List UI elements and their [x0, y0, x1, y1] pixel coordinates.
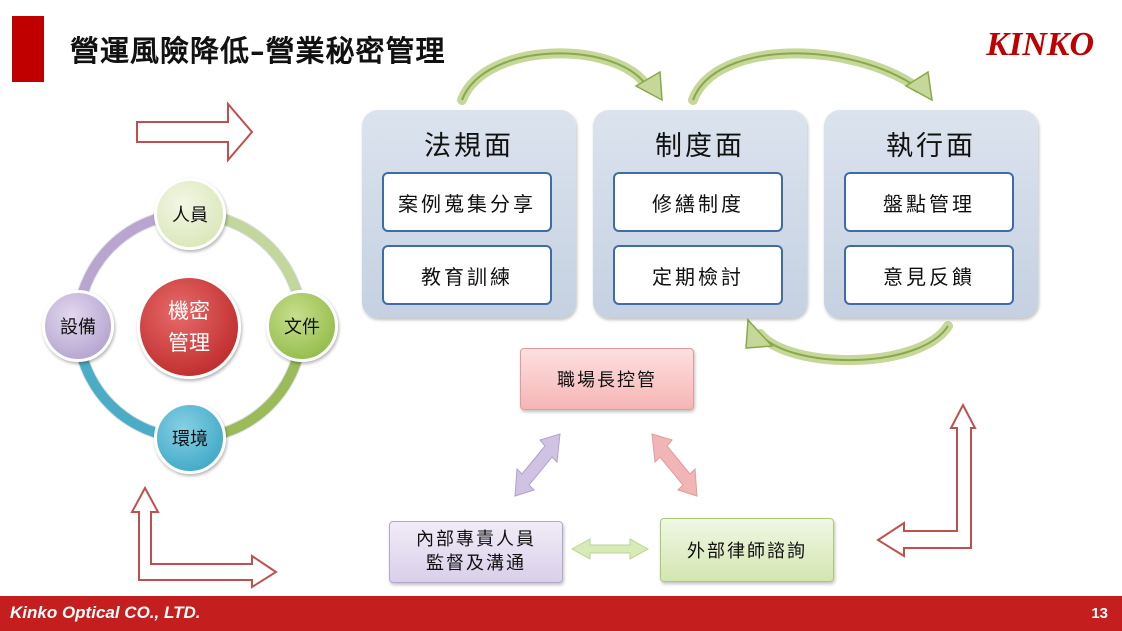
node-internal-line1: 內部專責人員 [416, 529, 536, 550]
panel-title: 法規面 [424, 131, 514, 162]
panel-item: 教育訓練 [382, 245, 552, 305]
panel-item: 盤點管理 [844, 172, 1014, 232]
cycle-node-equipment: 設備 [42, 290, 114, 362]
panel-item: 修繕制度 [613, 172, 783, 232]
cycle-node-environment: 環境 [154, 402, 226, 474]
double-arrow-internal-external [570, 538, 650, 560]
curve-arrow-execution-to-system [755, 321, 953, 365]
panel-item: 案例蒐集分享 [382, 172, 552, 232]
panel-system: 制度面 修繕制度 定期檢討 [593, 110, 807, 318]
footer-company: Kinko Optical CO., LTD. [10, 603, 201, 622]
double-arrow-workplace-external [651, 433, 698, 497]
arrow-right-top-left [136, 101, 254, 163]
cycle-center-line1: 機密 [168, 299, 210, 323]
brand-logo: KINKO [986, 26, 1094, 63]
panel-item: 意見反饋 [844, 245, 1014, 305]
curve-arrow-system-to-execution [688, 48, 923, 105]
node-internal-staff: 內部專責人員 監督及溝通 [389, 521, 563, 583]
panel-legal: 法規面 案例蒐集分享 教育訓練 [362, 110, 576, 318]
panel-item: 定期檢討 [613, 245, 783, 305]
arrow-corner-bottom-left [130, 485, 278, 589]
node-workplace-control: 職場長控管 [520, 348, 694, 410]
panel-execution: 執行面 盤點管理 意見反饋 [824, 110, 1038, 318]
cycle-center: 機密 管理 [137, 275, 241, 379]
double-arrow-internal-workplace [514, 433, 561, 497]
page-title: 營運風險降低–營業秘密管理 [70, 34, 446, 68]
footer-bar: Kinko Optical CO., LTD. 13 [0, 596, 1122, 631]
title-accent-bar [12, 16, 44, 82]
arrow-corner-bottom-right [876, 402, 977, 558]
cycle-center-line2: 管理 [168, 331, 210, 355]
panel-title: 執行面 [886, 131, 976, 162]
cycle-node-personnel: 人員 [154, 178, 226, 250]
node-internal-line2: 監督及溝通 [426, 553, 526, 574]
cycle-node-documents: 文件 [266, 290, 338, 362]
panel-title: 制度面 [655, 131, 745, 162]
node-external-lawyer: 外部律師諮詢 [660, 518, 834, 582]
page-number: 13 [1091, 605, 1108, 622]
curve-arrow-law-to-system [457, 48, 653, 105]
